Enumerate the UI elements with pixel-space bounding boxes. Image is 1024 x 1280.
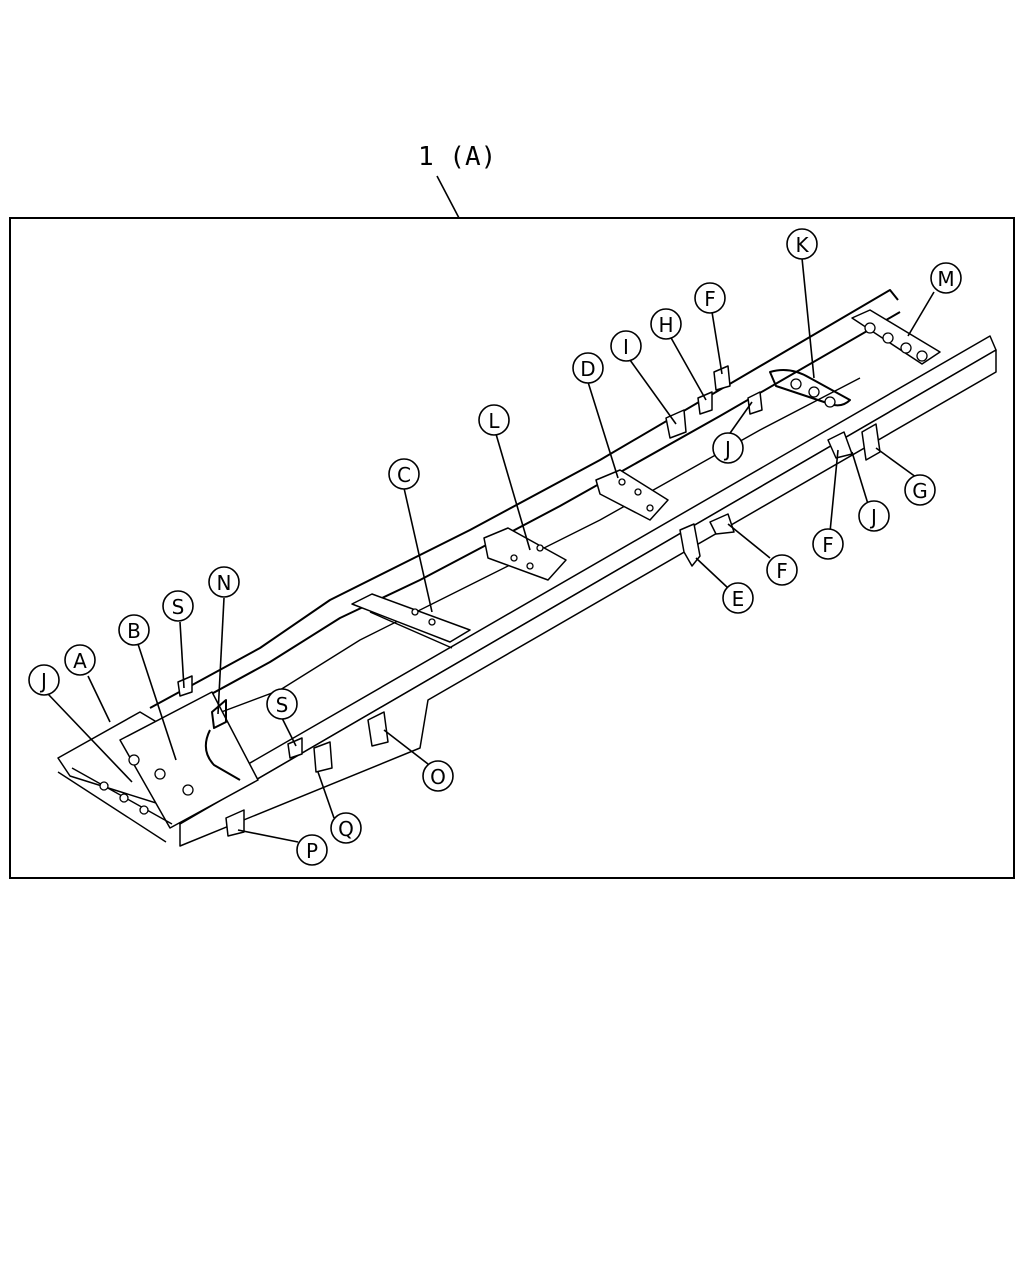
- hole: [182, 784, 194, 796]
- title-leader: [436, 175, 460, 219]
- hole: [99, 781, 109, 791]
- rear-crossmember-B: [119, 691, 259, 829]
- callout-G: G: [904, 474, 936, 506]
- hole: [618, 478, 626, 486]
- svg-text:S: S: [276, 693, 289, 717]
- bracket-N: [204, 699, 241, 781]
- bracket-H: [697, 391, 713, 415]
- svg-text:M: M: [937, 267, 954, 291]
- svg-text:F: F: [704, 287, 716, 311]
- bracket-S-rear: [177, 675, 193, 697]
- svg-text:K: K: [795, 233, 809, 257]
- svg-text:F: F: [776, 559, 788, 583]
- crossmember-C-flange: [369, 611, 453, 649]
- bracket-F-top: [713, 365, 731, 391]
- callout-H: H: [650, 308, 682, 340]
- hole: [900, 342, 912, 354]
- callout-J-rear: J: [28, 664, 60, 696]
- svg-text:A: A: [73, 649, 87, 673]
- hole: [824, 396, 836, 408]
- svg-text:I: I: [623, 335, 629, 359]
- hole: [526, 562, 534, 570]
- svg-text:B: B: [127, 619, 141, 643]
- crossmember-M: [851, 309, 941, 365]
- crossmember-K: [769, 369, 851, 407]
- callout-I: I: [610, 330, 642, 362]
- hole: [864, 322, 876, 334]
- callout-K: K: [786, 228, 818, 260]
- svg-text:J: J: [39, 669, 47, 693]
- hole: [510, 554, 518, 562]
- hole: [916, 350, 928, 362]
- frame-drawing: [57, 289, 997, 847]
- hole: [790, 378, 802, 390]
- bracket-S-front: [287, 737, 303, 759]
- callout-N: N: [208, 566, 240, 598]
- svg-text:N: N: [217, 571, 232, 595]
- callout-C: C: [388, 458, 420, 490]
- svg-text:J: J: [723, 437, 731, 461]
- bracket-F-middle: [709, 513, 735, 535]
- hole: [154, 768, 166, 780]
- crossmember-D: [595, 469, 669, 521]
- svg-text:S: S: [172, 595, 185, 619]
- bracket-O: [367, 711, 389, 747]
- callout-J-middle: J: [712, 432, 744, 464]
- callout-D: D: [572, 352, 604, 384]
- callout-S-rear: S: [162, 590, 194, 622]
- svg-text:H: H: [658, 313, 673, 337]
- callout-S-front: S: [266, 688, 298, 720]
- diagram-title: 1 (A): [418, 142, 496, 172]
- callout-B: B: [118, 614, 150, 646]
- back-rail-top: [149, 289, 899, 709]
- svg-text:D: D: [580, 357, 595, 381]
- callout-J-front: J: [858, 500, 890, 532]
- hole: [139, 805, 149, 815]
- back-rail-lower: [159, 311, 901, 723]
- hole: [646, 504, 654, 512]
- callout-P: P: [296, 834, 328, 866]
- hole: [808, 386, 820, 398]
- svg-text:E: E: [732, 587, 745, 611]
- hole: [411, 608, 419, 616]
- bracket-Q: [313, 741, 333, 773]
- callout-M: M: [930, 262, 962, 294]
- svg-text:O: O: [430, 765, 446, 789]
- front-rail-web: [179, 349, 997, 847]
- hole: [536, 544, 544, 552]
- callout-F-top: F: [694, 282, 726, 314]
- svg-text:F: F: [822, 533, 834, 557]
- bracket-J-rear: [747, 391, 763, 415]
- svg-text:J: J: [869, 505, 877, 529]
- leader-lines: [47, 257, 935, 843]
- rear-bumper-lower: [57, 771, 167, 843]
- callout-F-rear: F: [812, 528, 844, 560]
- hole: [119, 793, 129, 803]
- hole: [128, 754, 140, 766]
- diagram-border: [9, 217, 1015, 879]
- callout-A: A: [64, 644, 96, 676]
- svg-text:G: G: [912, 479, 928, 503]
- callout-O: O: [422, 760, 454, 792]
- hole: [428, 618, 436, 626]
- bracket-E: [679, 523, 701, 567]
- svg-text:L: L: [488, 409, 500, 433]
- svg-text:C: C: [397, 463, 411, 487]
- callout-L: L: [478, 404, 510, 436]
- svg-text:Q: Q: [338, 817, 354, 841]
- callout-F-middle: F: [766, 554, 798, 586]
- crossmember-L: [483, 527, 567, 581]
- bracket-G: [861, 423, 881, 461]
- hole: [634, 488, 642, 496]
- svg-text:P: P: [306, 839, 318, 863]
- crossmember-C: [351, 593, 471, 643]
- callout-Q: Q: [330, 812, 362, 844]
- hole: [882, 332, 894, 344]
- callout-E: E: [722, 582, 754, 614]
